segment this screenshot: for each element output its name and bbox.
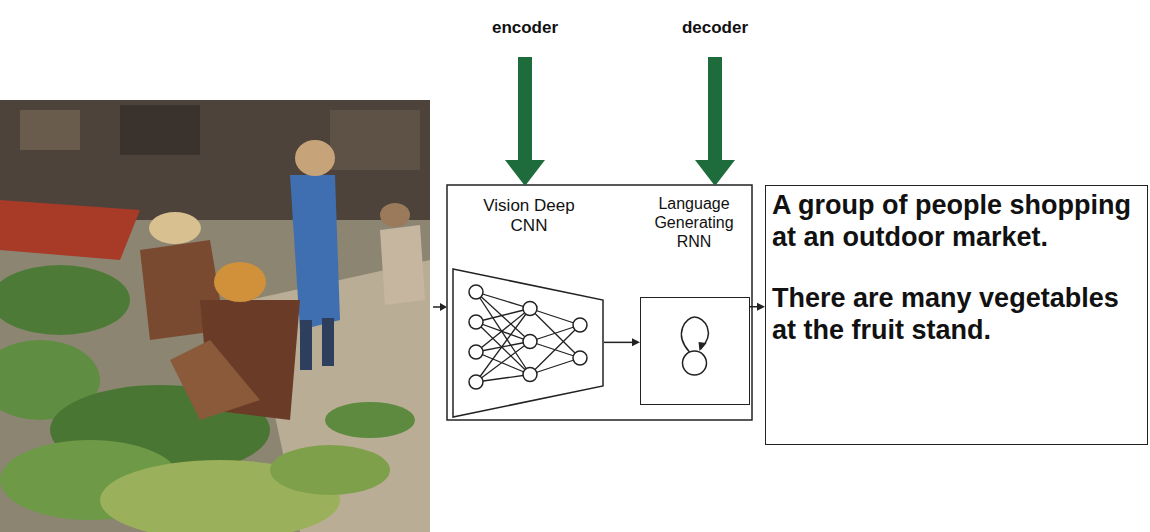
input-arrow (433, 303, 447, 311)
caption-sentence: A group of people shopping at an outdoor… (772, 190, 1141, 253)
connector-line (750, 306, 758, 308)
network-neuron (469, 285, 483, 299)
network-neuron (523, 368, 537, 382)
network-link (476, 342, 530, 353)
node-title: Vision Deep CNN (477, 196, 581, 237)
encoder-pointer-arrow (505, 57, 545, 186)
flow-arrow (750, 303, 765, 311)
network-link (530, 358, 580, 375)
flow-arrow (604, 338, 640, 346)
network-link (476, 322, 530, 342)
network-neuron (573, 318, 587, 332)
connector-line (604, 342, 633, 344)
network-link (476, 375, 530, 383)
model-outer-box (447, 185, 752, 420)
arrowhead (757, 303, 765, 311)
annotation-label: encoder (492, 18, 558, 38)
rnn-block: Language Generating RNN (638, 190, 750, 405)
loop-arrowhead (699, 342, 707, 351)
cnn-trapezoid (453, 269, 603, 417)
network-link (476, 342, 530, 383)
annotation-label: decoder (682, 18, 748, 38)
network-neuron (523, 335, 537, 349)
market-photo (0, 100, 430, 532)
network-neuron (523, 302, 537, 316)
network-link (476, 309, 530, 383)
network-neuron (469, 315, 483, 329)
network-link (530, 325, 580, 375)
caption-sentence: There are many vegetables at the fruit s… (772, 283, 1141, 346)
arrowhead (632, 338, 640, 346)
network-neuron (573, 351, 587, 365)
recurrent-loop-symbol (641, 298, 748, 403)
caption-box: A group of people shopping at an outdoor… (765, 185, 1148, 445)
rnn-box (640, 297, 750, 405)
rnn-cell (683, 351, 707, 375)
cnn-symbol (452, 268, 604, 418)
recurrent-loop (681, 317, 708, 352)
network-neuron (469, 345, 483, 359)
cnn-block: Vision Deep CNN (450, 190, 608, 418)
decoder-pointer-arrow (695, 57, 735, 186)
network-neuron (469, 375, 483, 389)
node-title: Language Generating RNN (638, 195, 750, 252)
